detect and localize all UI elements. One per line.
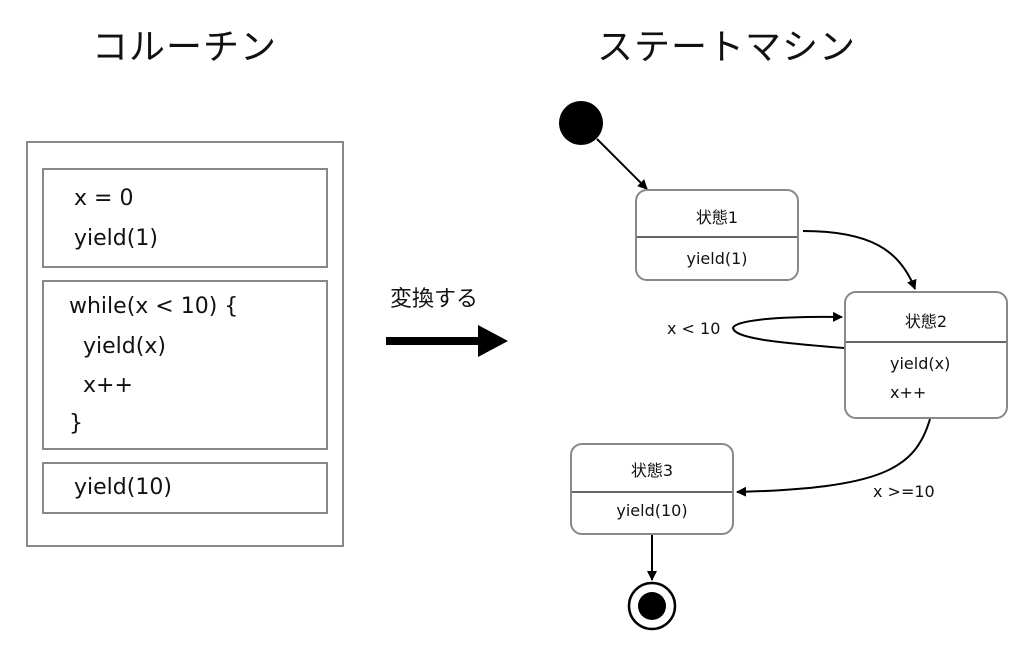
state-3: 状態3 yield(10)	[570, 443, 734, 535]
code-block-init: x = 0 yield(1)	[42, 168, 328, 268]
transition-loop	[731, 311, 845, 349]
state-name: 状態2	[904, 312, 948, 331]
convert-arrow	[386, 325, 508, 357]
state-machine-title: ステートマシン	[597, 27, 857, 68]
transition-state1-to-state2	[802, 230, 917, 290]
coroutine-title: コルーチン	[92, 27, 278, 68]
code-block-loop: while(x < 10) { yield(x) x++ }	[42, 280, 328, 450]
state-2: 状態2 yield(x) x++	[844, 291, 1008, 419]
state-divider	[637, 236, 797, 238]
transition-state2-to-state3	[736, 418, 931, 497]
state-action: x++	[890, 383, 927, 402]
state-name: 状態1	[695, 208, 739, 227]
code-line: while(x < 10) {	[69, 294, 239, 319]
state-action: yield(x)	[890, 354, 951, 373]
initial-node	[559, 101, 603, 145]
state-action: yield(1)	[686, 249, 748, 268]
code-line: }	[69, 411, 83, 436]
code-block-final: yield(10)	[42, 462, 328, 514]
state-divider	[572, 491, 732, 493]
state-1: 状態1 yield(1)	[635, 189, 799, 281]
exit-condition-label: x >=10	[873, 482, 935, 501]
code-line: x++	[69, 373, 133, 398]
code-line: yield(10)	[74, 475, 172, 500]
code-line: yield(x)	[69, 334, 166, 359]
code-line: yield(1)	[74, 226, 158, 251]
convert-label: 変換する	[390, 287, 479, 312]
coroutine-panel	[26, 141, 344, 547]
state-action: yield(10)	[616, 501, 688, 520]
transition-initial-to-state1	[596, 138, 648, 190]
final-node	[627, 581, 677, 631]
code-line: x = 0	[74, 186, 134, 211]
state-name: 状態3	[630, 461, 674, 480]
state-divider	[846, 341, 1006, 343]
loop-condition-label: x < 10	[667, 319, 721, 338]
